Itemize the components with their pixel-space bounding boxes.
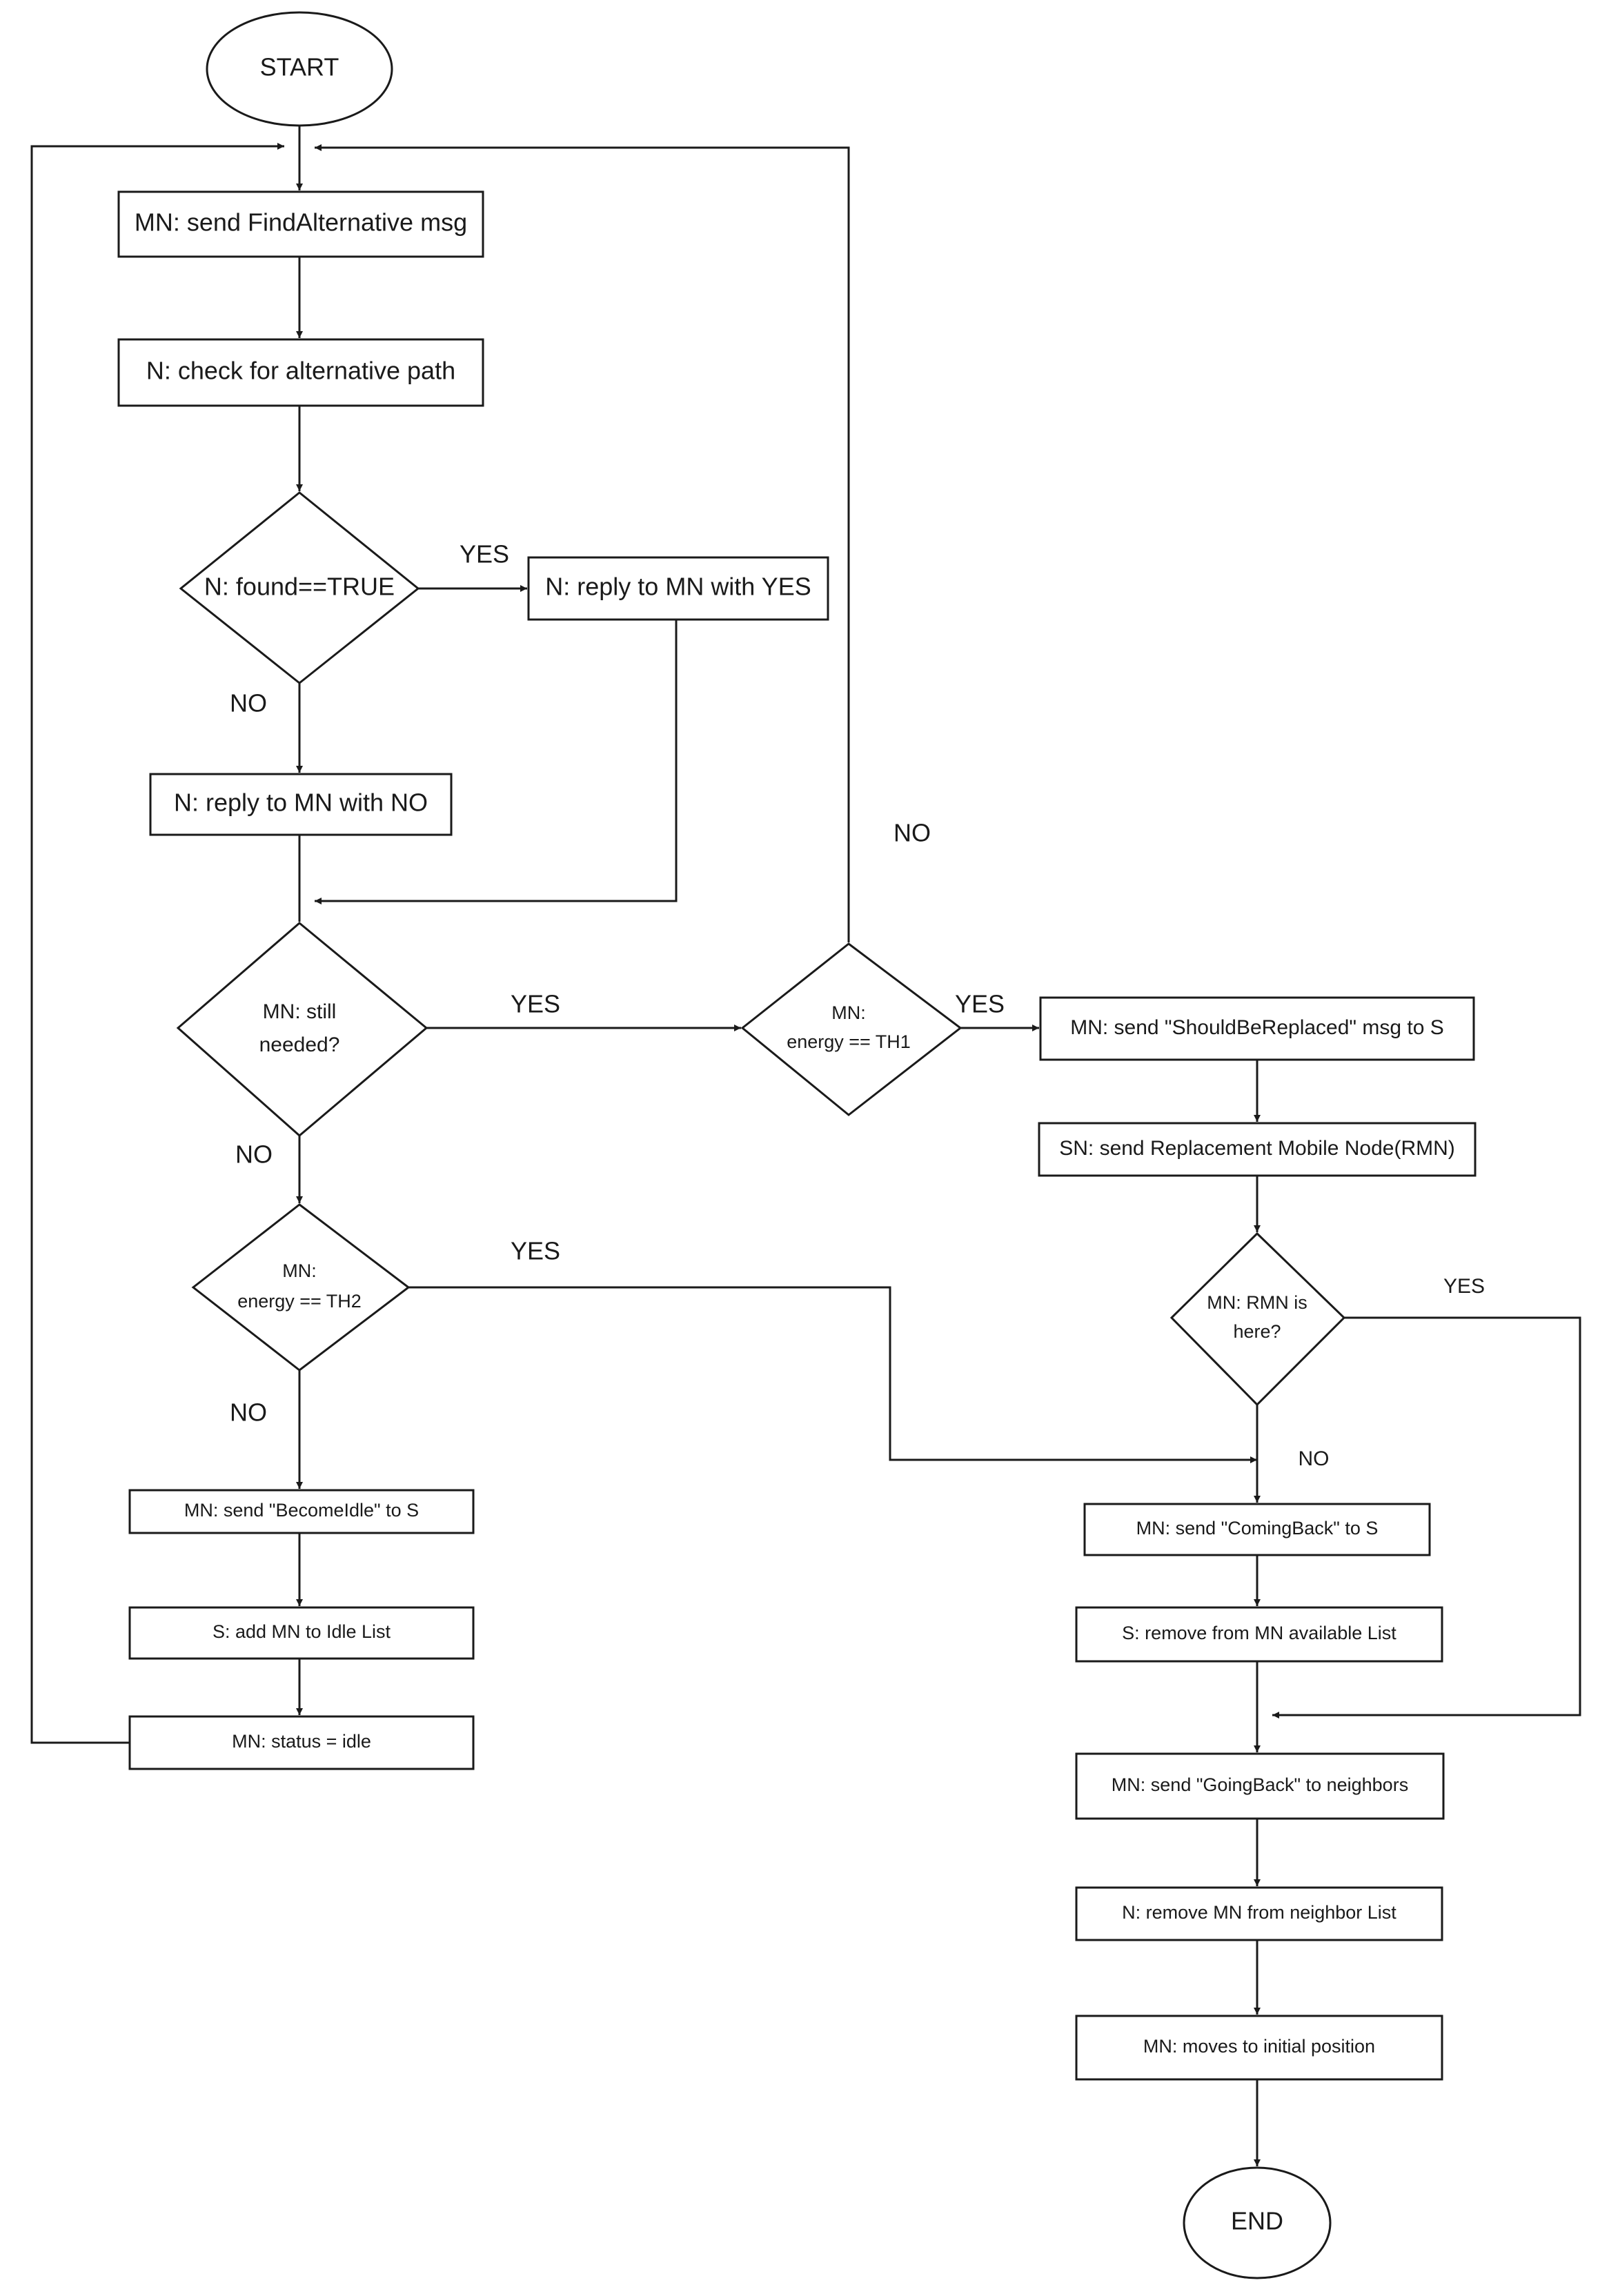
- process-label: MN: status = idle: [232, 1731, 371, 1752]
- process-become-idle: MN: send "BecomeIdle" to S: [128, 1489, 475, 1534]
- process-moves-initial: MN: moves to initial position: [1075, 2015, 1443, 2081]
- edges: [30, 126, 1581, 2166]
- label-th2-yes: YES: [511, 1237, 560, 1265]
- process-reply-yes: N: reply to MN with YES: [527, 556, 829, 621]
- decision-label-line1: MN:: [282, 1260, 317, 1281]
- process-label: S: add MN to Idle List: [213, 1621, 391, 1642]
- start-label: START: [260, 53, 339, 81]
- process-going-back: MN: send "GoingBack" to neighbors: [1075, 1752, 1445, 1820]
- label-rmn-no: NO: [1299, 1447, 1330, 1470]
- decision-still-needed: MN: still needed?: [176, 922, 428, 1137]
- process-should-be-replaced: MN: send "ShouldBeReplaced" msg to S: [1039, 996, 1475, 1061]
- label-th1-no: NO: [894, 819, 931, 847]
- process-label: N: remove MN from neighbor List: [1122, 1902, 1396, 1923]
- label-th1-yes: YES: [955, 990, 1005, 1018]
- edge-labels: YES NO YES NO YES NO YES NO YES NO: [230, 540, 1485, 1470]
- edge-status-loop: [30, 143, 284, 1744]
- edge-th2-yes: [408, 1286, 1257, 1463]
- decision-found: N: found==TRUE: [179, 491, 420, 684]
- process-add-idle-list: S: add MN to Idle List: [128, 1606, 475, 1660]
- start-node: START: [206, 11, 393, 127]
- decision-label-line2: needed?: [259, 1033, 340, 1056]
- label-needed-yes: YES: [511, 990, 560, 1018]
- process-label: N: reply to MN with YES: [545, 573, 811, 601]
- process-remove-neighbor: N: remove MN from neighbor List: [1075, 1886, 1443, 1941]
- decision-label-line1: MN: RMN is: [1207, 1292, 1307, 1313]
- process-label: MN: send FindAlternative msg: [135, 208, 467, 237]
- process-label: S: remove from MN available List: [1122, 1623, 1396, 1643]
- process-label: MN: send "BecomeIdle" to S: [184, 1500, 419, 1521]
- process-remove-available: S: remove from MN available List: [1075, 1606, 1443, 1663]
- decision-label: N: found==TRUE: [204, 573, 395, 601]
- process-label: MN: send "GoingBack" to neighbors: [1112, 1774, 1408, 1795]
- edge-th1-no-loop: [315, 144, 850, 942]
- edge-replyyes-merge: [315, 620, 678, 904]
- decision-label-line1: MN:: [831, 1002, 866, 1023]
- decision-rmn-here: MN: RMN is here?: [1169, 1231, 1346, 1407]
- end-label: END: [1231, 2207, 1283, 2235]
- process-status-idle: MN: status = idle: [128, 1715, 475, 1770]
- process-check-alternative-path: N: check for alternative path: [117, 338, 484, 407]
- end-node: END: [1183, 2166, 1332, 2279]
- process-label: MN: send "ComingBack" to S: [1136, 1518, 1379, 1538]
- process-send-rmn: SN: send Replacement Mobile Node(RMN): [1038, 1122, 1477, 1177]
- process-label: N: check for alternative path: [146, 357, 455, 385]
- decision-label-line2: energy == TH1: [787, 1031, 911, 1052]
- edge-rmn-yes: [1272, 1316, 1581, 1719]
- label-needed-no: NO: [235, 1140, 273, 1169]
- label-found-no: NO: [230, 689, 267, 718]
- process-coming-back: MN: send "ComingBack" to S: [1083, 1503, 1431, 1556]
- decision-label-line2: energy == TH2: [237, 1291, 362, 1312]
- label-th2-no: NO: [230, 1398, 267, 1427]
- process-send-find-alternative: MN: send FindAlternative msg: [117, 190, 484, 258]
- decision-energy-th2: MN: energy == TH2: [191, 1203, 411, 1372]
- label-found-yes: YES: [460, 540, 509, 568]
- process-label: MN: moves to initial position: [1143, 2036, 1375, 2057]
- process-label: SN: send Replacement Mobile Node(RMN): [1059, 1137, 1455, 1160]
- process-label: MN: send "ShouldBeReplaced" msg to S: [1070, 1016, 1444, 1039]
- process-reply-no: N: reply to MN with NO: [149, 773, 453, 836]
- decision-energy-th1: MN: energy == TH1: [740, 942, 963, 1116]
- label-rmn-yes: YES: [1443, 1275, 1485, 1298]
- process-label: N: reply to MN with NO: [174, 789, 428, 817]
- decision-label-line1: MN: still: [263, 1000, 337, 1023]
- decision-label-line2: here?: [1233, 1321, 1281, 1342]
